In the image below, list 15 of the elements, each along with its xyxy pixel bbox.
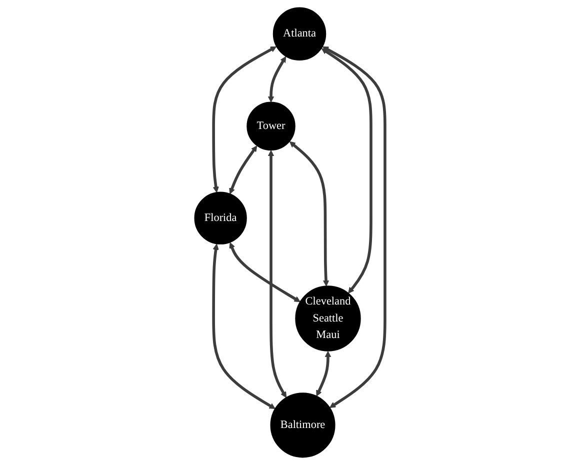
arrow	[321, 48, 372, 294]
node-circle: Cleveland Seattle Maui	[294, 286, 361, 352]
arrow	[289, 141, 329, 286]
arrow	[212, 46, 276, 193]
arrow	[268, 56, 286, 102]
arrow	[322, 46, 386, 408]
arrow	[228, 146, 257, 194]
arrow	[212, 244, 276, 409]
arrow	[268, 150, 286, 398]
node-circle: Florida	[194, 192, 247, 244]
node-circle: Atlanta	[272, 7, 326, 60]
node-circle: Tower	[246, 102, 296, 150]
arrow	[316, 351, 331, 396]
node-circle: Baltimore	[270, 392, 335, 458]
arrow	[228, 242, 300, 302]
